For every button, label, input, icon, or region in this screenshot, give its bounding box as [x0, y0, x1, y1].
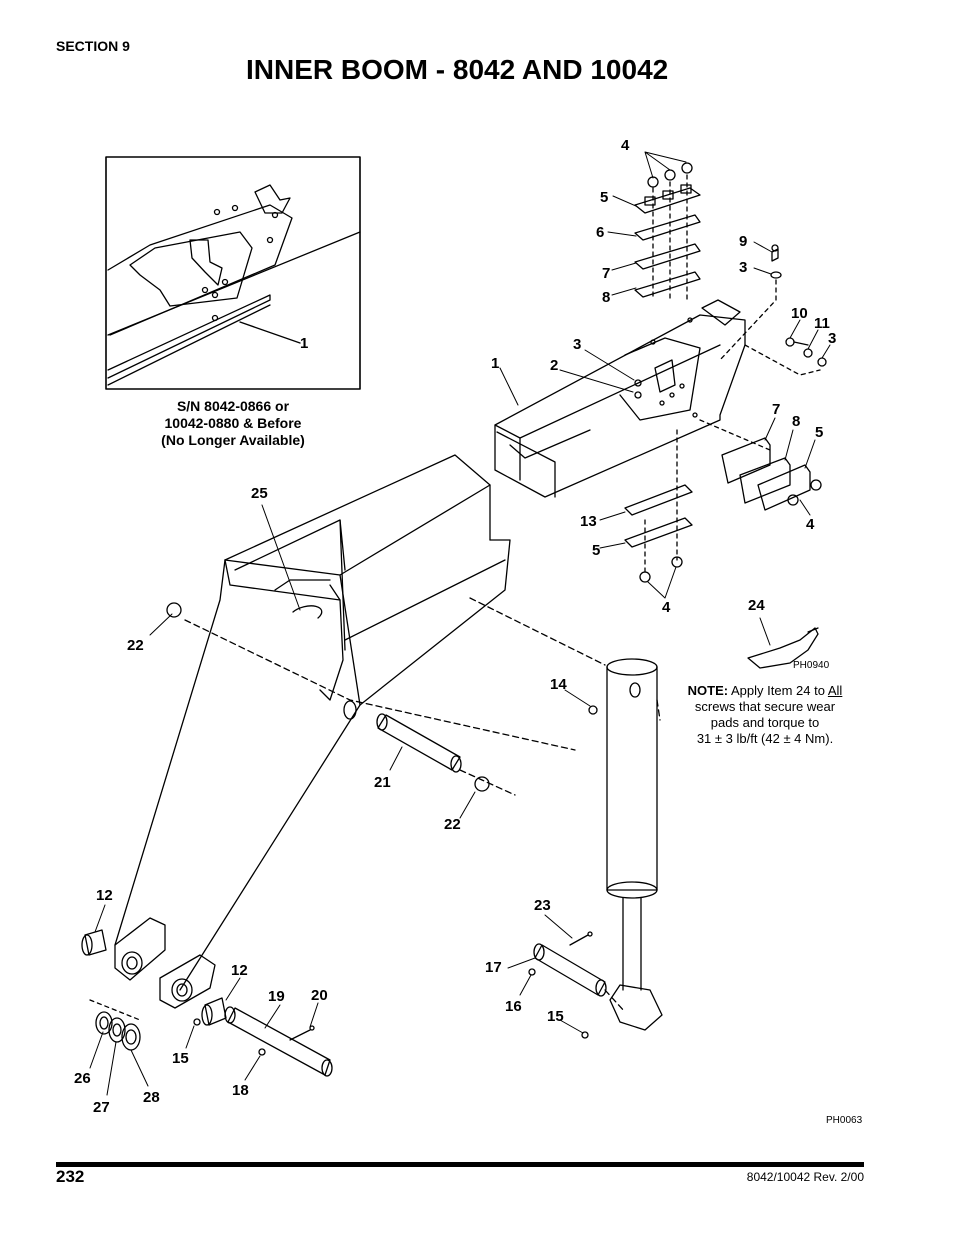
- callout-17: 17: [485, 959, 502, 976]
- callout-15-right: 15: [547, 1008, 564, 1025]
- callout-9: 9: [739, 233, 747, 250]
- inset-frame: [105, 156, 361, 390]
- callout-25: 25: [251, 485, 268, 502]
- main-image-code: PH0063: [826, 1115, 863, 1126]
- callout-3-b: 3: [739, 259, 747, 276]
- note-line: 31 ± 3 lb/ft (42 ± 4 Nm).: [696, 731, 834, 746]
- callout-5-side: 5: [815, 424, 823, 441]
- callout-7-side: 7: [772, 401, 780, 418]
- adhesive-bottle-icon: [747, 627, 819, 669]
- callout-3-a: 3: [573, 336, 581, 353]
- callout-19: 19: [268, 988, 285, 1005]
- inset-boom-drawing: [107, 184, 361, 386]
- callout-10: 10: [791, 305, 808, 322]
- callout-4-top: 4: [621, 137, 630, 154]
- callout-7-top: 7: [602, 265, 610, 282]
- side-wear-pad-stack: [699, 419, 822, 511]
- callout-24: 24: [748, 597, 765, 614]
- callout-12-left: 12: [96, 887, 113, 904]
- callout-16: 16: [505, 998, 522, 1015]
- pivot-pin: [193, 1006, 333, 1077]
- callout-27: 27: [93, 1099, 110, 1116]
- hydraulic-cylinder: [469, 597, 663, 1031]
- inset-caption-line: S/N 8042-0866 or: [176, 398, 290, 414]
- callout-8-top: 8: [602, 289, 610, 306]
- revision-label: 8042/10042 Rev. 2/00: [746, 1170, 864, 1184]
- callout-3-c: 3: [828, 330, 836, 347]
- adhesive-image-code: PH0940: [793, 660, 830, 671]
- callout-22-right: 22: [444, 816, 461, 833]
- inset-caption-line: 10042-0880 & Before: [164, 415, 302, 431]
- note-line: pads and torque to: [710, 715, 820, 730]
- callout-4-side: 4: [806, 516, 815, 533]
- callout-12-right: 12: [231, 962, 248, 979]
- callout-5-bottom: 5: [592, 542, 600, 559]
- boom-pivot-ends: [114, 917, 216, 1009]
- callout-1: 1: [491, 355, 499, 372]
- callout-11: 11: [814, 315, 830, 332]
- callout-23: 23: [534, 897, 551, 914]
- leader-lines: [89, 151, 831, 1096]
- callout-4-bottom: 4: [662, 599, 671, 616]
- note-emphasis: All: [827, 683, 843, 698]
- page-number: 232: [56, 1167, 85, 1186]
- callout-21: 21: [374, 774, 391, 791]
- callout-20: 20: [311, 987, 328, 1004]
- page-title: INNER BOOM - 8042 AND 10042: [246, 54, 669, 85]
- callout-26: 26: [74, 1070, 91, 1087]
- callout-8-side: 8: [792, 413, 800, 430]
- top-wear-pad-stack: [634, 162, 701, 301]
- callout-1-inset: 1: [300, 335, 308, 352]
- inset-caption-line: (No Longer Available): [161, 432, 305, 448]
- note-first-line: NOTE: Apply Item 24 to All: [660, 683, 870, 699]
- inner-boom-arm: [114, 454, 511, 991]
- note-label: NOTE:: [687, 683, 729, 698]
- bottom-wear-pad-stack: [624, 429, 693, 583]
- cylinder-pin: [166, 602, 576, 796]
- note-line: screws that secure wear: [694, 699, 836, 714]
- callout-5-top: 5: [600, 189, 608, 206]
- callout-2: 2: [550, 357, 558, 374]
- boom-head-weldment: [494, 299, 746, 498]
- callout-14: 14: [550, 676, 567, 693]
- callout-18: 18: [232, 1082, 249, 1099]
- note-text: Apply Item 24 to: [731, 683, 825, 698]
- callout-numbers: 1 1 2 3 3 3 4 4 4 5 5 5 6 7 7 8 8 9 10 1…: [74, 137, 836, 1116]
- callout-6: 6: [596, 224, 604, 241]
- torque-note: NOTE: Apply Item 24 to All screws that s…: [660, 683, 870, 747]
- section-label: SECTION 9: [56, 38, 130, 54]
- washers: [89, 999, 141, 1051]
- bushings: [81, 929, 227, 1026]
- footer-rule: [56, 1162, 864, 1167]
- callout-13: 13: [580, 513, 597, 530]
- callout-28: 28: [143, 1089, 160, 1106]
- callout-22-left: 22: [127, 637, 144, 654]
- callout-15-left: 15: [172, 1050, 189, 1067]
- cylinder-base-pin: [528, 931, 626, 1039]
- inset-caption: S/N 8042-0866 or 10042-0880 & Before (No…: [106, 398, 360, 449]
